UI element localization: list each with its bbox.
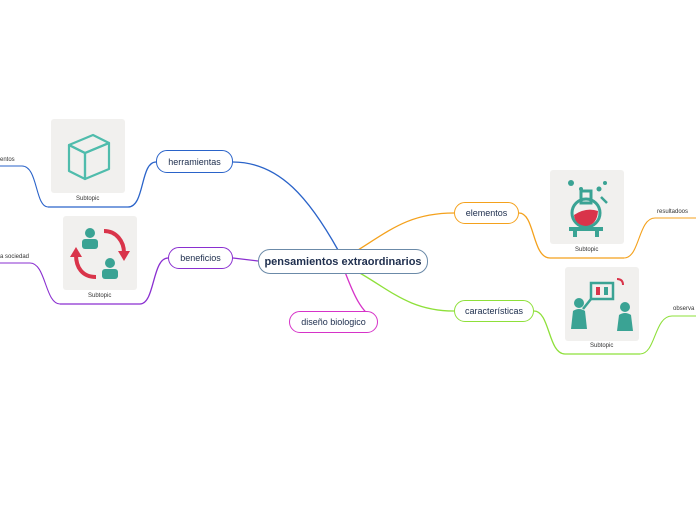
topic-diseno-biologico[interactable]: diseño biologico: [289, 311, 378, 333]
presentation-icon: [571, 278, 633, 331]
topic-elementos-label: elementos: [465, 208, 508, 218]
subtopic-elementos-image[interactable]: [550, 170, 624, 244]
topic-elementos[interactable]: elementos: [454, 202, 519, 224]
subtopic-beneficios-image[interactable]: [63, 216, 137, 290]
leaf-caracteristicas-label[interactable]: observa: [673, 306, 695, 312]
topic-beneficios[interactable]: beneficios: [168, 247, 233, 269]
leaf-elementos-label[interactable]: resultadoos: [657, 209, 689, 215]
topic-herramientas[interactable]: herramientas: [156, 150, 233, 173]
topic-caracteristicas-label: características: [464, 306, 524, 316]
central-topic[interactable]: pensamientos extraordinarios: [258, 249, 428, 274]
leaf-herramientas-label[interactable]: entos: [0, 157, 15, 163]
subtopic-herramientas-label: Subtopic: [76, 196, 100, 202]
subtopic-beneficios-label: Subtopic: [88, 293, 112, 299]
subtopic-caracteristicas-image[interactable]: [565, 267, 639, 341]
subtopic-elementos-label: Subtopic: [575, 247, 599, 253]
people-cycle-icon: [70, 228, 130, 279]
central-topic-label: pensamientos extraordinarios: [264, 255, 422, 268]
subtopic-caracteristicas-label: Subtopic: [590, 343, 614, 349]
topic-diseno-biologico-label: diseño biologico: [301, 317, 366, 327]
topic-beneficios-label: beneficios: [180, 253, 221, 263]
topic-herramientas-label: herramientas: [168, 156, 221, 167]
subtopic-herramientas-image[interactable]: [51, 119, 125, 193]
flask-icon: [568, 180, 608, 237]
topic-caracteristicas[interactable]: características: [454, 300, 534, 322]
cube-icon: [67, 133, 111, 181]
leaf-beneficios-label[interactable]: a sociedad: [0, 254, 30, 260]
